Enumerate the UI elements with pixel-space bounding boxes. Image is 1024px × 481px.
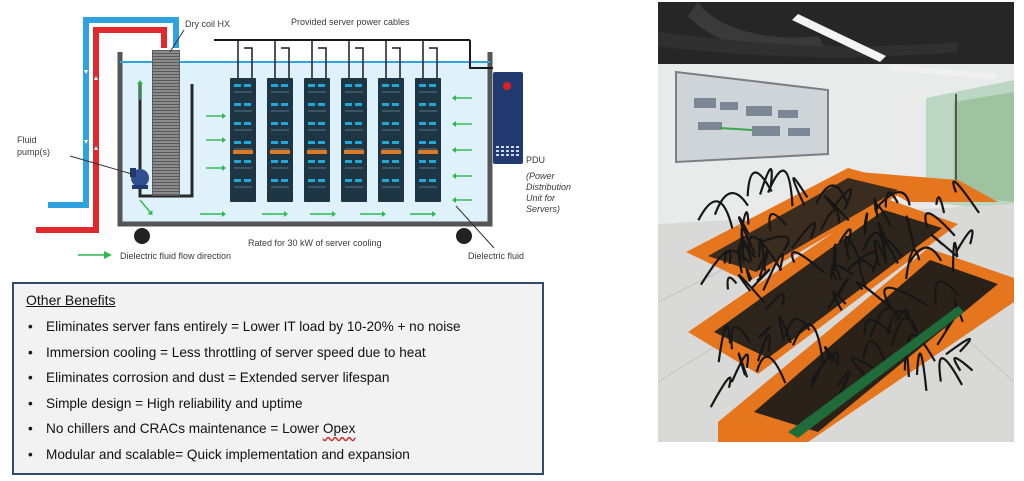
cold-return-pipe	[48, 17, 179, 208]
benefit-item: Simple design = High reliability and upt…	[26, 391, 530, 417]
benefit-opex-word: Opex	[322, 421, 356, 437]
benefit-opex-prefix: No chillers and CRACs maintenance = Lowe…	[46, 421, 323, 437]
pdu-label-line4: Unit for	[526, 193, 556, 203]
fluid-pump-label-line2: pump(s)	[17, 147, 50, 157]
tank-walls	[117, 52, 493, 227]
benefit-item: Immersion cooling = Less throttling of s…	[26, 340, 530, 366]
fluid-pump-label-line1: Fluid	[17, 135, 37, 145]
dry-coil-label: Dry coil HX	[185, 19, 230, 29]
pdu-label-line1: PDU	[526, 155, 545, 165]
tank-caster-left	[134, 228, 150, 244]
pump-leader-line	[69, 155, 133, 175]
dry-coil-hx	[152, 50, 180, 196]
dry-coil-leader-line	[169, 29, 185, 53]
server-blades	[230, 78, 441, 202]
flow-direction-label: Dielectric fluid flow direction	[120, 251, 231, 261]
tank-caster-right	[456, 228, 472, 244]
flow-direction-legend-arrow	[78, 251, 112, 259]
pipe-flow-arrows	[84, 70, 98, 150]
power-cables-label: Provided server power cables	[291, 17, 410, 27]
pdu-label-line2: (Power	[526, 171, 556, 181]
other-benefits-box: Other Benefits Eliminates server fans en…	[12, 282, 544, 475]
hot-supply-pipe	[36, 27, 167, 233]
immersion-tanks-photo	[658, 2, 1014, 442]
pdu-label-line5: Servers)	[526, 204, 560, 214]
benefit-item: Eliminates corrosion and dust = Extended…	[26, 365, 530, 391]
dielectric-fluid-label: Dielectric fluid	[468, 251, 524, 261]
pdu-label-line3: Distribution	[526, 182, 571, 192]
benefit-item: Modular and scalable= Quick implementati…	[26, 442, 530, 468]
benefits-title: Other Benefits	[26, 292, 116, 308]
pdu-unit	[493, 72, 523, 164]
benefit-item: Eliminates server fans entirely = Lower …	[26, 314, 530, 340]
immersion-cooling-diagram: Dry coil HX Provided server power cables…	[17, 17, 571, 261]
tank-flow-arrows	[137, 80, 472, 217]
benefit-item: No chillers and CRACs maintenance = Lowe…	[26, 416, 530, 442]
dielectric-fluid-leader-line	[455, 205, 495, 249]
benefits-list: Eliminates server fans entirely = Lower …	[26, 314, 530, 468]
rated-capacity-label: Rated for 30 kW of server cooling	[248, 238, 382, 248]
fluid-pump-icon	[130, 168, 149, 189]
power-cables	[214, 39, 493, 78]
